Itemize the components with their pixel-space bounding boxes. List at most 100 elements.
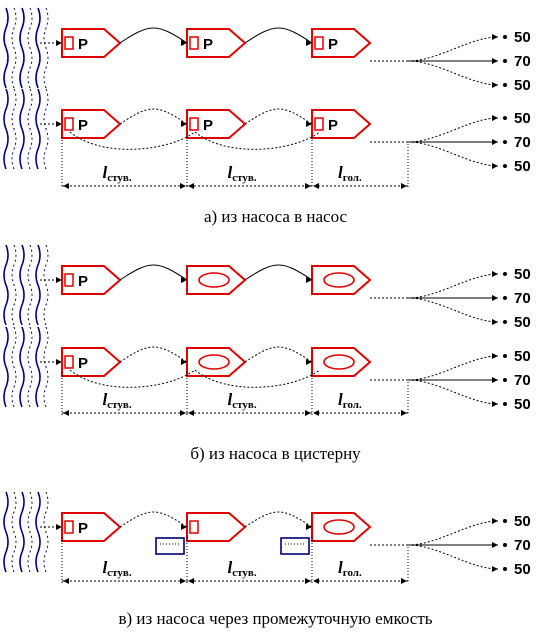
outlet-value: 50	[514, 77, 531, 94]
arrow-head	[492, 271, 498, 277]
length-label: lстув.	[228, 390, 257, 411]
water-wave	[11, 326, 17, 408]
water-wave	[43, 244, 49, 326]
length-subscript: стув.	[232, 567, 257, 579]
branch-line	[407, 355, 499, 381]
nozzle-dot	[503, 543, 507, 547]
branch-line	[407, 379, 499, 405]
arrow-head	[492, 377, 498, 383]
length-label: lгол.	[338, 163, 362, 184]
arrow-head	[492, 401, 498, 407]
water-wave	[35, 7, 41, 89]
water-wave	[11, 88, 17, 170]
pump-letter: P	[328, 36, 338, 53]
arrow-head	[492, 139, 498, 145]
water-source-icon	[3, 7, 49, 89]
arrow-head	[181, 359, 187, 365]
length-symbol: l	[338, 163, 343, 182]
nozzle-dot	[503, 164, 507, 168]
length-subscript: стув.	[107, 172, 132, 184]
length-label: lгол.	[338, 558, 362, 579]
length-subscript: гол.	[343, 567, 362, 579]
arrow-head	[313, 183, 319, 189]
outlet-value: 50	[514, 314, 531, 331]
outlet-value: 50	[514, 266, 531, 283]
arrow-head	[180, 410, 186, 416]
arrow-head	[492, 566, 498, 572]
pump-truck: P	[186, 109, 247, 139]
arrow-head	[56, 524, 62, 530]
outlet-value: 50	[514, 561, 531, 578]
caption-b: б) из насоса в цистерну	[190, 444, 361, 463]
pump-inlet	[64, 36, 74, 50]
pump-truck: P	[61, 512, 122, 542]
length-label: lстув.	[228, 163, 257, 184]
outlet-value: 50	[514, 396, 531, 413]
branch-line	[407, 544, 499, 570]
vehicle-body	[61, 347, 122, 377]
water-wave	[27, 326, 33, 408]
intermediate-tank	[280, 537, 310, 555]
nozzle-dot	[503, 402, 507, 406]
pump-truck: P	[311, 28, 372, 58]
nozzle-dot	[503, 83, 507, 87]
outlet-value: 50	[514, 158, 531, 175]
hose-line	[119, 108, 188, 125]
water-wave	[3, 88, 9, 170]
water-wave	[3, 7, 9, 89]
arrow-head	[188, 410, 194, 416]
water-wave	[3, 491, 9, 573]
hose-line	[119, 511, 188, 528]
pump-letter: P	[78, 355, 88, 372]
hose-line	[119, 27, 188, 44]
arrow-head	[63, 183, 69, 189]
length-symbol: l	[103, 390, 108, 409]
vehicle-body	[186, 512, 247, 542]
nozzle-dot	[503, 116, 507, 120]
pump-truck: P	[61, 28, 122, 58]
arrow-head	[401, 183, 407, 189]
length-label: lстув.	[103, 558, 132, 579]
arrow-head	[306, 121, 312, 127]
branch-line	[407, 297, 499, 323]
water-wave	[43, 491, 49, 573]
nozzle-dot	[503, 35, 507, 39]
outlet-value: 70	[514, 53, 531, 70]
arrow-head	[56, 277, 62, 283]
length-symbol: l	[338, 558, 343, 577]
outlet-value: 70	[514, 537, 531, 554]
arrow-head	[305, 183, 311, 189]
water-wave	[3, 244, 9, 326]
tank-truck	[311, 347, 372, 377]
pump-inlet	[64, 355, 74, 369]
branch-line	[407, 141, 499, 167]
outlet-value: 50	[514, 348, 531, 365]
vehicle-body	[61, 265, 122, 295]
arrow-head	[492, 295, 498, 301]
water-wave	[35, 491, 41, 573]
vehicle-inlet	[189, 520, 199, 534]
length-symbol: l	[103, 558, 108, 577]
vehicle-body	[311, 109, 372, 139]
pump-inlet	[314, 36, 324, 50]
tank-ellipse	[198, 354, 230, 370]
pump-inlet	[64, 117, 74, 131]
vehicle-body	[186, 28, 247, 58]
tank-truck	[311, 265, 372, 295]
water-source-icon	[3, 244, 49, 326]
pump-letter: P	[78, 520, 88, 537]
water-wave	[27, 491, 33, 573]
water-wave	[35, 326, 41, 408]
length-label: lстув.	[103, 163, 132, 184]
water-wave	[43, 88, 49, 170]
hose-line	[244, 346, 313, 363]
arrow-head	[180, 578, 186, 584]
arrow-head	[188, 578, 194, 584]
hose-line	[119, 264, 188, 281]
arrow-head	[306, 524, 312, 530]
arrow-head	[306, 277, 312, 283]
length-symbol: l	[228, 163, 233, 182]
tank-ellipse	[323, 272, 355, 288]
length-symbol: l	[228, 558, 233, 577]
arrow-head	[180, 183, 186, 189]
